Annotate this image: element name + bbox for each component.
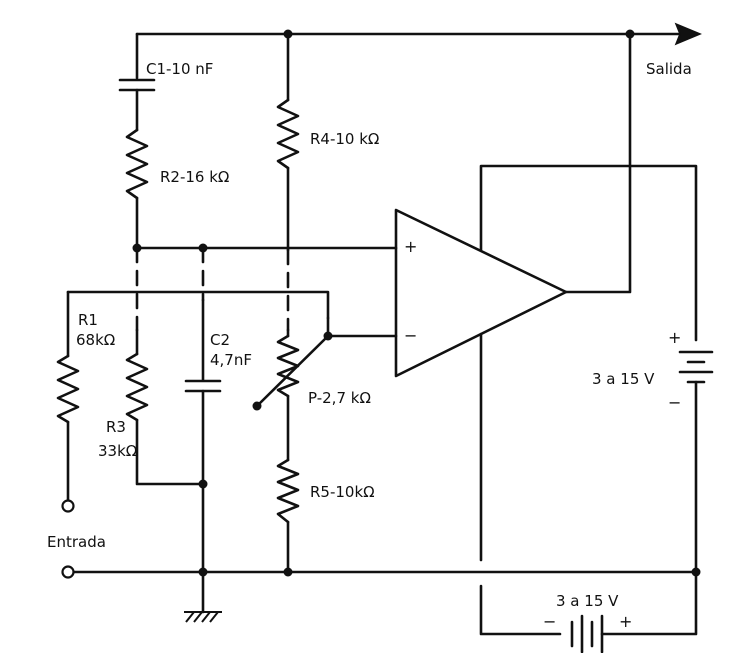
r1-resistor-icon — [56, 354, 80, 424]
supply-right-label: 3 a 15 V — [592, 370, 655, 388]
opamp-plus-sign: + — [404, 237, 417, 256]
r1-value-label: 68kΩ — [76, 331, 115, 349]
battery-bottom: + − 3 a 15 V — [543, 570, 698, 653]
ground-terminal-icon — [61, 565, 75, 579]
c1-r2-branch — [118, 32, 156, 250]
r4-label: R4-10 kΩ — [310, 130, 379, 148]
junction-dots — [132, 29, 701, 577]
output-arrow-icon — [674, 22, 702, 46]
battery-right-icon — [678, 350, 714, 384]
r2-label: R2-16 kΩ — [160, 168, 229, 186]
p-label: P-2,7 kΩ — [308, 389, 371, 407]
output-label: Salida — [646, 60, 692, 78]
battery-right-minus: − — [668, 393, 681, 412]
r4-branch — [276, 32, 300, 252]
r3-resistor-icon — [125, 352, 149, 422]
opamp: + − — [394, 32, 698, 636]
battery-right-plus: + — [668, 328, 681, 347]
c1-capacitor-icon — [118, 78, 156, 92]
r4-resistor-icon — [276, 98, 300, 170]
supply-bottom-label: 3 a 15 V — [556, 592, 619, 610]
opamp-minus-sign: − — [404, 326, 417, 345]
battery-bottom-minus: − — [543, 612, 556, 631]
c2-name-label: C2 — [210, 331, 230, 349]
r2-resistor-icon — [125, 128, 149, 200]
r3-name-label: R3 — [106, 418, 126, 436]
c2-capacitor-icon — [184, 379, 222, 393]
battery-bottom-icon — [570, 614, 604, 653]
ground-icon — [184, 611, 222, 623]
c1-label: C1-10 nF — [146, 60, 213, 78]
c2-value-label: 4,7nF — [210, 351, 252, 369]
r1-name-label: R1 — [78, 311, 98, 329]
top-rail — [135, 22, 702, 46]
ground-rail — [66, 570, 698, 623]
battery-bottom-plus: + — [619, 612, 632, 631]
r5-label: R5-10kΩ — [310, 483, 375, 501]
r3-value-label: 33kΩ — [98, 442, 137, 460]
input-terminal-icon — [61, 499, 75, 513]
r5-resistor-icon — [276, 458, 300, 524]
dashed-crossings — [135, 246, 290, 332]
p-r5-branch — [255, 316, 398, 574]
r3-branch — [125, 328, 205, 486]
battery-right: + − 3 a 15 V — [592, 328, 714, 574]
r1-branch — [56, 290, 80, 502]
input-label: Entrada — [47, 533, 106, 551]
potentiometer-icon — [276, 334, 300, 398]
